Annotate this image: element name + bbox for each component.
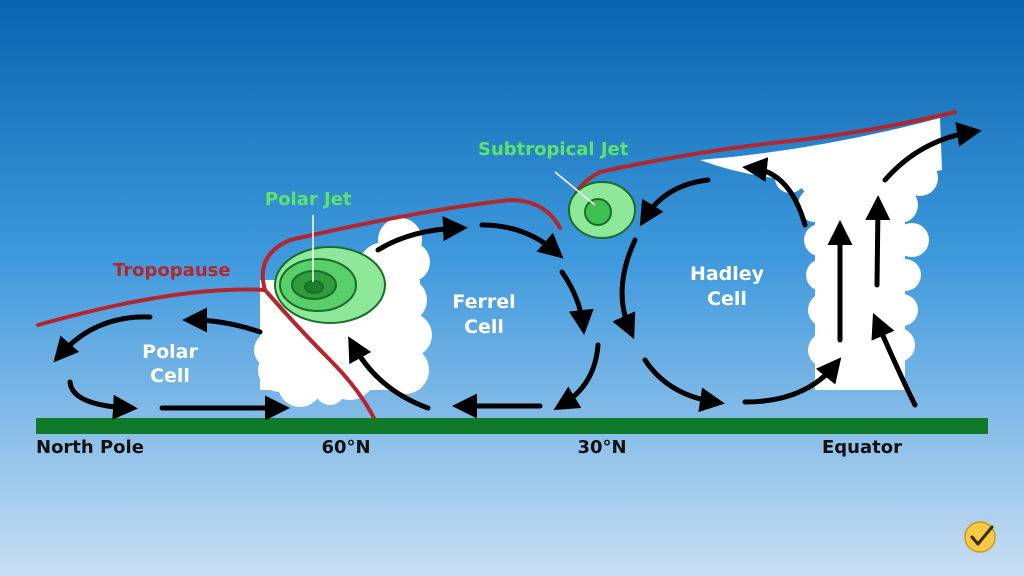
- subtropical-jet-label: Subtropical Jet: [478, 139, 629, 160]
- circulation-arrows: [53, 121, 982, 421]
- tropopause-line: [36, 197, 562, 327]
- polar-arrow-top: [182, 307, 263, 335]
- north-pole-label: North Pole: [36, 437, 144, 458]
- ferrel-arrow-right-down: [559, 269, 594, 335]
- subtropical-jet-core: [568, 181, 636, 239]
- hadley-arrow-up-2: [865, 195, 891, 288]
- equator-label: Equator: [822, 437, 902, 458]
- ferrel-arrow-top-1: [375, 216, 468, 253]
- polar-cell-label-line1: Polar: [142, 341, 198, 363]
- polar-jet-core: [274, 246, 386, 324]
- polar-arrow-top-left: [53, 314, 153, 363]
- hadley-arrow-top: [639, 177, 711, 227]
- hadley-cell-label-line1: Hadley: [690, 263, 765, 285]
- hadley-arrow-bottom-left: [642, 357, 725, 413]
- polar-jet-label: Polar Jet: [265, 189, 352, 210]
- polar-cell-label-line2: Cell: [150, 365, 190, 387]
- hadley-arrow-up-3: [871, 312, 918, 408]
- lat-60-label: 60°N: [321, 437, 370, 458]
- ferrel-cell-label-line2: Cell: [464, 316, 504, 338]
- hadley-cell-label-line2: Cell: [707, 288, 747, 310]
- ferrel-cell-label-line1: Ferrel: [452, 291, 515, 313]
- hadley-arrow-top-left: [742, 157, 808, 228]
- checkmark-badge-icon: [964, 521, 996, 553]
- hadley-arrow-left-down: [612, 237, 638, 340]
- tropopause-label: Tropopause: [113, 260, 231, 281]
- hadley-arrow-bottom-right: [742, 357, 842, 405]
- tropopause-subtropical-line: [570, 110, 957, 224]
- lat-30-label: 30°N: [577, 437, 626, 458]
- ground-bar: [36, 418, 988, 434]
- ferrel-arrow-top-2: [479, 222, 564, 259]
- polar-front-line: [263, 288, 377, 422]
- descending-arrow-30n: [553, 342, 601, 411]
- ferrel-arrow-left-up: [348, 336, 431, 411]
- hadley-arrow-top-right: [882, 121, 982, 183]
- subtropical-jet-leader: [554, 171, 596, 206]
- polar-arrow-bottom-left: [67, 379, 138, 420]
